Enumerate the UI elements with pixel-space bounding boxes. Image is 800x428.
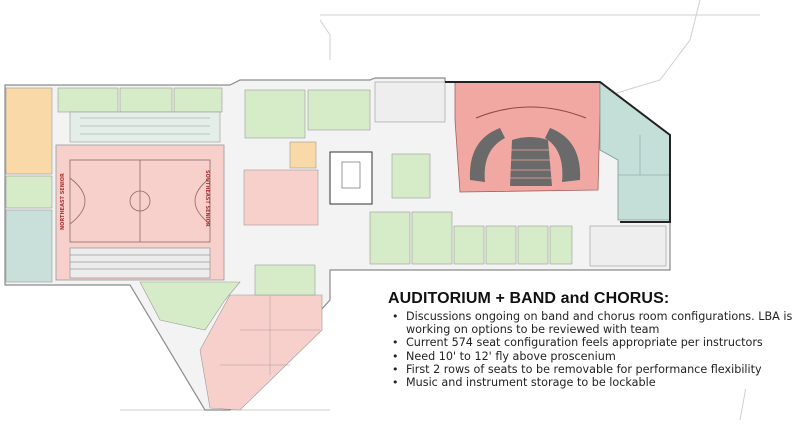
locker-grid bbox=[80, 117, 210, 135]
stage-wing-rooms bbox=[618, 135, 670, 176]
proscenium-arc bbox=[475, 106, 587, 119]
south-wedge-rooms bbox=[220, 296, 320, 375]
gym-label-east: SOUTHEAST SENIOR bbox=[204, 170, 210, 227]
notes-list: Discussions ongoing on band and chorus r… bbox=[388, 310, 798, 389]
note-item: Music and instrument storage to be locka… bbox=[392, 376, 798, 389]
note-item: First 2 rows of seats to be removable fo… bbox=[392, 363, 798, 376]
note-item: Need 10' to 12' fly above proscenium bbox=[392, 350, 798, 363]
note-item: Discussions ongoing on band and chorus r… bbox=[392, 310, 798, 336]
south-wedge-pink bbox=[199, 294, 323, 411]
bleachers bbox=[69, 247, 211, 279]
north-rooms bbox=[57, 87, 223, 143]
west-room-green bbox=[5, 175, 53, 209]
auditorium-seating bbox=[469, 128, 581, 186]
south-green-room bbox=[254, 264, 316, 296]
central-rooms bbox=[243, 81, 446, 226]
south-wedge bbox=[139, 281, 241, 331]
auditorium-outline bbox=[445, 81, 671, 223]
notes-title: AUDITORIUM + BAND and CHORUS: bbox=[388, 290, 670, 307]
south-classrooms bbox=[369, 211, 667, 267]
notes-panel: AUDITORIUM + BAND and CHORUS: Discussion… bbox=[388, 290, 798, 389]
basketball-court bbox=[69, 159, 211, 243]
note-item: Current 574 seat configuration feels app… bbox=[392, 336, 798, 349]
west-room-teal bbox=[5, 209, 53, 283]
gym-label-west: NORTHEAST SENIOR bbox=[60, 173, 66, 230]
seat-row-lines bbox=[510, 149, 552, 179]
orange-room bbox=[5, 87, 53, 175]
